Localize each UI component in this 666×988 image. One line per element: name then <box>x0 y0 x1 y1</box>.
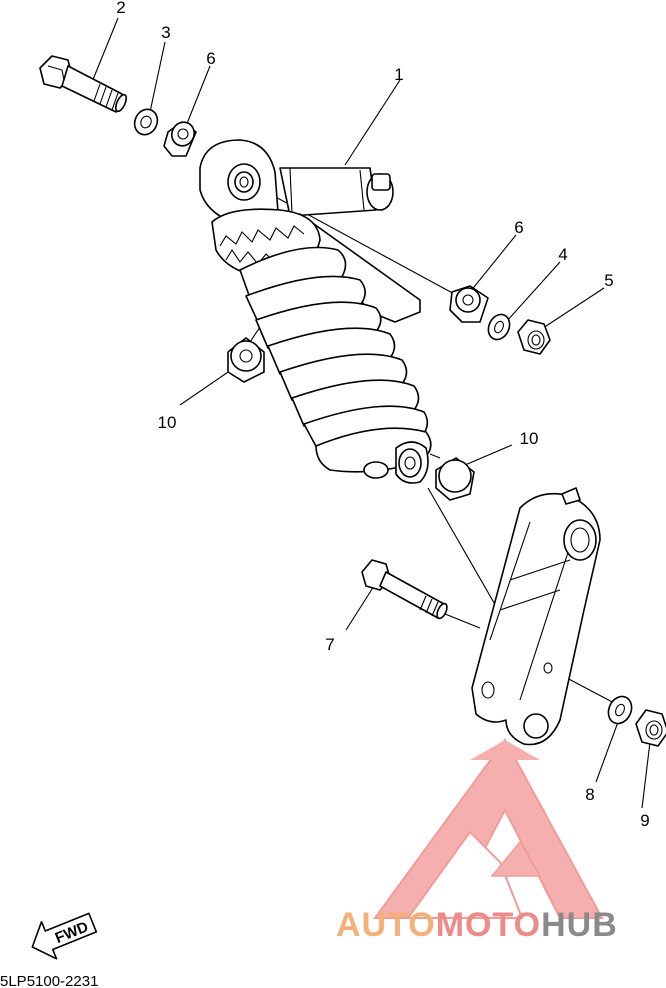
relay-arm-bracket <box>471 487 601 746</box>
watermark-logo <box>373 738 604 919</box>
watermark-moto: MOTO <box>436 906 541 944</box>
forward-direction-arrow: FWD <box>31 912 98 960</box>
watermark-text: AUTOMOTOHUB <box>336 906 618 944</box>
callout-labels: 1 2 3 4 5 6 6 7 8 9 10 10 <box>116 0 649 830</box>
bushing-part-6-right <box>449 285 489 323</box>
bushing-part-6-upper <box>163 121 197 157</box>
bolt-part-2 <box>39 55 128 113</box>
callout-10-right: 10 <box>520 429 539 448</box>
washer-part-4 <box>487 313 511 341</box>
diagram-code: 5LP5100-2231 <box>0 973 98 988</box>
callout-7: 7 <box>325 635 334 654</box>
callout-5: 5 <box>604 271 613 290</box>
bush-part-10-left <box>227 337 265 383</box>
nut-part-5 <box>517 319 551 355</box>
watermark-auto: AUTO <box>336 906 436 944</box>
callout-4: 4 <box>558 245 567 264</box>
bolt-part-7 <box>361 559 448 620</box>
watermark-hub: HUB <box>541 906 618 944</box>
callout-8: 8 <box>585 785 594 804</box>
callout-9: 9 <box>640 811 649 830</box>
washer-part-3 <box>133 108 159 136</box>
callout-1: 1 <box>394 65 403 84</box>
shock-absorber-part-1 <box>199 139 432 484</box>
washer-part-8 <box>607 695 633 725</box>
callout-6-right: 6 <box>514 218 523 237</box>
callout-10-left: 10 <box>158 413 177 432</box>
nut-part-9 <box>635 709 666 747</box>
callout-2: 2 <box>116 0 125 17</box>
callout-3: 3 <box>161 23 170 42</box>
bush-part-10-right <box>435 457 475 501</box>
callout-6-upper: 6 <box>206 49 215 68</box>
